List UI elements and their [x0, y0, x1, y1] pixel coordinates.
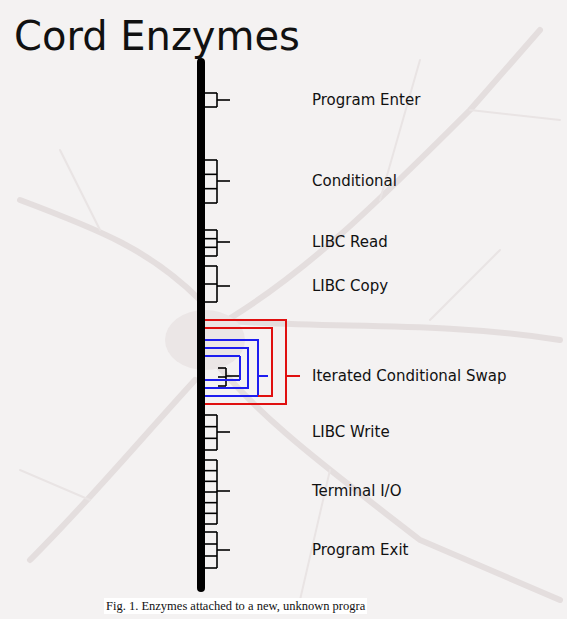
- enzyme-comb: [218, 368, 239, 386]
- figure-caption: Fig. 1. Enzymes attached to a new, unkno…: [104, 598, 367, 614]
- cord-bar: [197, 58, 205, 592]
- enzyme-label: Conditional: [312, 172, 397, 190]
- enzyme-label: LIBC Copy: [312, 277, 388, 295]
- enzyme-comb: [205, 230, 230, 256]
- enzyme-label: Terminal I/O: [312, 482, 401, 500]
- enzyme-comb: [205, 415, 230, 450]
- enzyme-comb: [205, 160, 230, 203]
- diagram-title: Cord Enzymes: [14, 14, 300, 58]
- enzyme-label: Program Enter: [312, 91, 420, 109]
- enzyme-comb: [205, 532, 230, 568]
- enzyme-combs: [205, 93, 239, 568]
- inner-swap-bracket: [205, 340, 268, 396]
- enzyme-label: LIBC Read: [312, 233, 388, 251]
- enzyme-label: Program Exit: [312, 541, 408, 559]
- enzyme-comb: [205, 93, 230, 107]
- enzyme-comb: [205, 266, 230, 302]
- enzyme-label: LIBC Write: [312, 423, 390, 441]
- enzyme-comb: [205, 460, 230, 524]
- outer-swap-bracket: [205, 320, 300, 404]
- enzyme-label: Iterated Conditional Swap: [312, 367, 507, 385]
